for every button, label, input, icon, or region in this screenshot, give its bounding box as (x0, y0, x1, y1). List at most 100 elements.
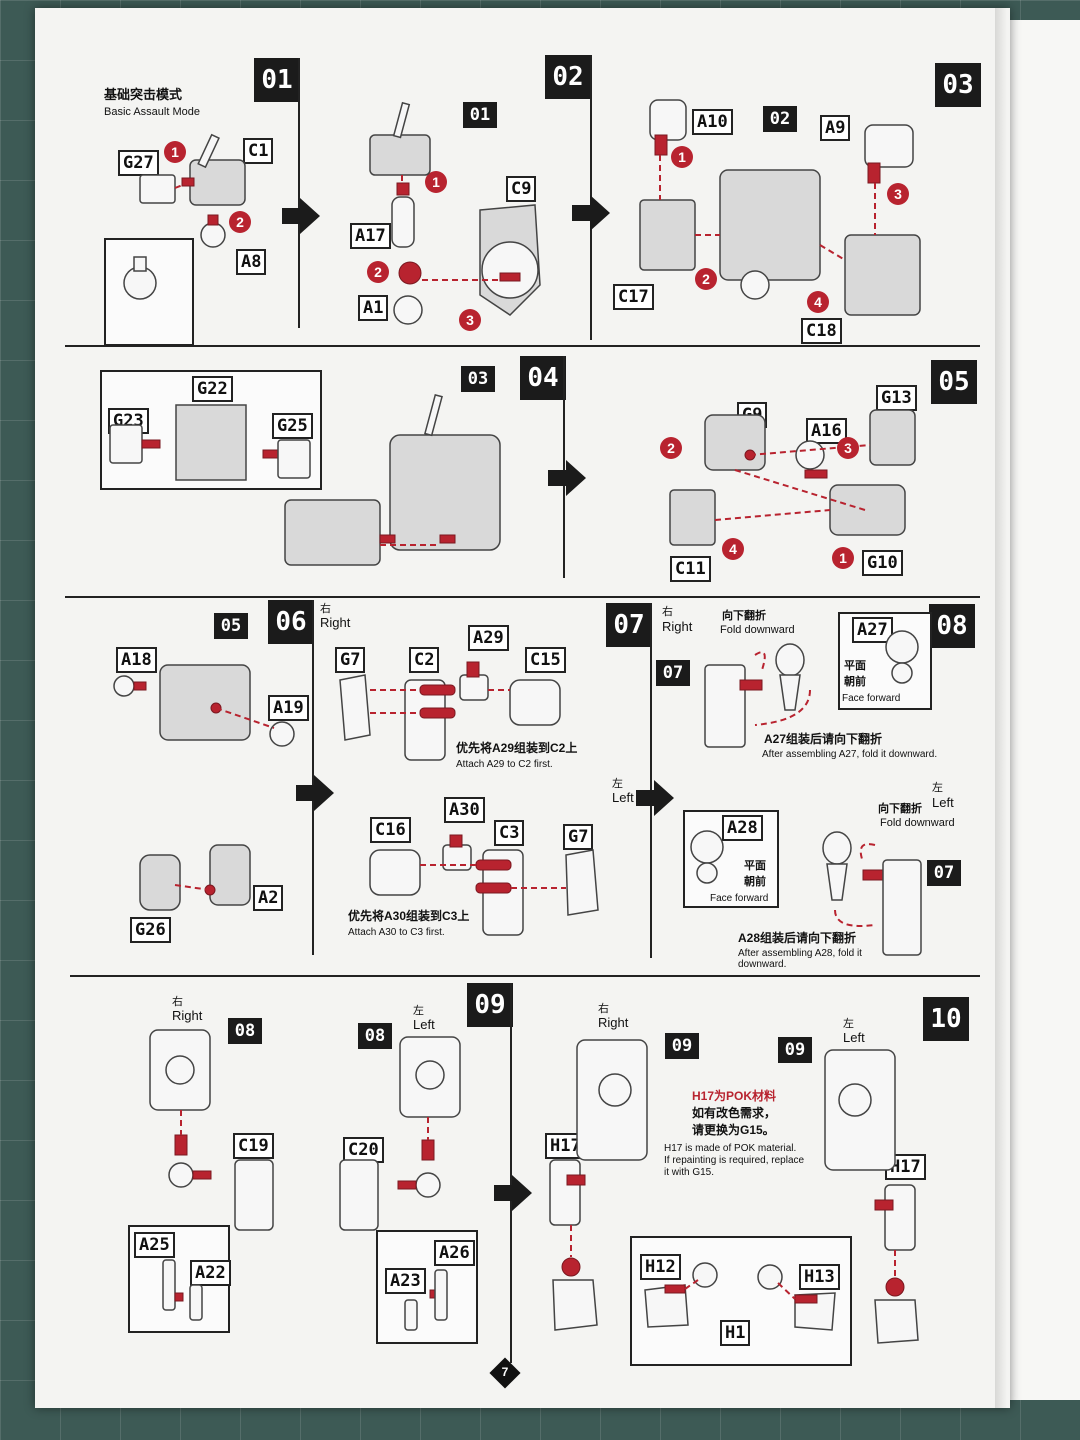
callout-number-1: 1 (425, 171, 447, 193)
part-label-g27: G27 (118, 150, 159, 176)
arm-assembly-drawing (639, 99, 921, 316)
row-divider (70, 975, 980, 977)
part-label-a10: A10 (692, 109, 733, 135)
ref-step-02: 02 (763, 106, 797, 132)
part-label-a22: A22 (190, 1260, 231, 1286)
a27-note-cn: A27组装后请向下翻折 (764, 732, 883, 746)
next-arrow (282, 198, 320, 234)
next-arrow (636, 780, 674, 816)
part-label-c1: C1 (243, 138, 274, 164)
part-label-a18: A18 (116, 647, 157, 673)
left-label-en: Left (932, 795, 954, 810)
left-lower-leg-drawing (339, 1036, 461, 1231)
right-label-en: Right (598, 1015, 629, 1030)
ref-step-07: 07 (656, 660, 690, 686)
callout-number-1: 1 (164, 141, 186, 163)
right-label-cn: 右 (172, 996, 183, 1008)
right-label-cn: 右 (320, 603, 331, 615)
a30-note-cn: 优先将A30组装到C3上 (348, 909, 470, 923)
left-label-en: Left (413, 1017, 435, 1032)
ref-step-09: 09 (778, 1037, 812, 1063)
part-label-c9: C9 (506, 176, 537, 202)
next-page-edge (1000, 20, 1080, 1400)
callout-number-2: 2 (229, 211, 251, 233)
a29-note-cn: 优先将A29组装到C2上 (456, 741, 578, 755)
part-label-a27: A27 (852, 617, 893, 643)
face-label-cn2: 朝前 (744, 876, 766, 888)
next-arrow (572, 195, 610, 231)
a27-detail-drawing (885, 630, 919, 684)
step-divider (563, 356, 565, 578)
callout-number-4: 4 (807, 291, 829, 313)
h17-note-en-2: If repainting is required, replace (664, 1155, 805, 1166)
fold-label-en: Fold downward (720, 624, 795, 636)
step-number-02: 02 (545, 55, 591, 99)
part-label-a19: A19 (268, 695, 309, 721)
part-label-g25: G25 (272, 413, 313, 439)
torso-with-shoulder-drawing (284, 393, 501, 566)
part-label-c19: C19 (233, 1133, 274, 1159)
right-label-cn: 右 (662, 606, 673, 618)
callout-number-1: 1 (671, 146, 693, 168)
callout-number-2: 2 (660, 437, 682, 459)
left-label-cn: 左 (413, 1005, 424, 1017)
ref-step-09: 09 (665, 1033, 699, 1059)
a30-note-en: Attach A30 to C3 first. (348, 927, 445, 938)
left-label-cn: 左 (843, 1018, 854, 1030)
mode-title-cn: 基础突击模式 (104, 87, 183, 102)
part-label-a2: A2 (253, 885, 284, 911)
a29-note-en: Attach A29 to C2 first. (456, 759, 553, 770)
step-number-07: 07 (606, 603, 652, 647)
next-arrow (296, 775, 334, 811)
right-label-cn: 右 (598, 1003, 609, 1015)
step-number-04: 04 (520, 356, 566, 400)
left-shin-fold-drawing (822, 831, 922, 956)
page-number: 7 (501, 1365, 509, 1379)
part-label-g10: G10 (862, 550, 903, 576)
face-label-cn1: 平面 (744, 860, 766, 872)
ref-step-08: 08 (358, 1023, 392, 1049)
right-shin-fold-drawing (704, 643, 811, 748)
part-label-g7: G7 (335, 647, 366, 673)
part-label-c11: C11 (670, 556, 711, 582)
a26-a23-detail-drawing (404, 1269, 448, 1331)
row-divider (65, 596, 980, 598)
next-arrow (548, 460, 586, 496)
head-assembly-drawing (139, 133, 246, 248)
part-label-c17: C17 (613, 284, 654, 310)
step-divider (298, 58, 300, 328)
left-label-cn: 左 (612, 778, 623, 790)
a28-note-en-1: After assembling A28, fold it (738, 948, 862, 959)
part-label-c3: C3 (494, 820, 525, 846)
torso-assembly-drawing (369, 101, 541, 325)
left-label-en: Left (612, 790, 634, 805)
part-label-a1: A1 (358, 295, 389, 321)
fold-label-cn: 向下翻折 (878, 803, 922, 815)
hand-parts-drawing (644, 1262, 836, 1331)
waist-assembly-drawing (113, 664, 295, 747)
step-number-09: 09 (467, 983, 513, 1027)
callout-number-2: 2 (367, 261, 389, 283)
h17-note-en-1: H17 is made of POK material. (664, 1143, 797, 1154)
part-label-a8: A8 (236, 249, 267, 275)
ball-joint-detail (123, 256, 157, 300)
a28-note-en-2: downward. (738, 959, 787, 970)
face-label-cn2: 朝前 (844, 676, 866, 688)
thigh-joint-drawing (139, 844, 251, 911)
part-label-a26: A26 (434, 1240, 475, 1266)
step-number-03: 03 (935, 63, 981, 107)
step-divider (510, 983, 512, 1363)
ref-step-03: 03 (461, 366, 495, 392)
step-number-10: 10 (923, 997, 969, 1041)
callout-number-3: 3 (837, 437, 859, 459)
right-label-en: Right (662, 619, 693, 634)
next-arrow (494, 1175, 532, 1211)
right-knee-drawing (339, 661, 561, 761)
part-label-h13: H13 (799, 1264, 840, 1290)
part-label-a17: A17 (350, 223, 391, 249)
part-label-g26: G26 (130, 917, 171, 943)
a25-a22-detail-drawing (162, 1259, 203, 1321)
page-gutter (995, 8, 1007, 1408)
right-label-en: Right (320, 615, 351, 630)
part-label-c15: C15 (525, 647, 566, 673)
